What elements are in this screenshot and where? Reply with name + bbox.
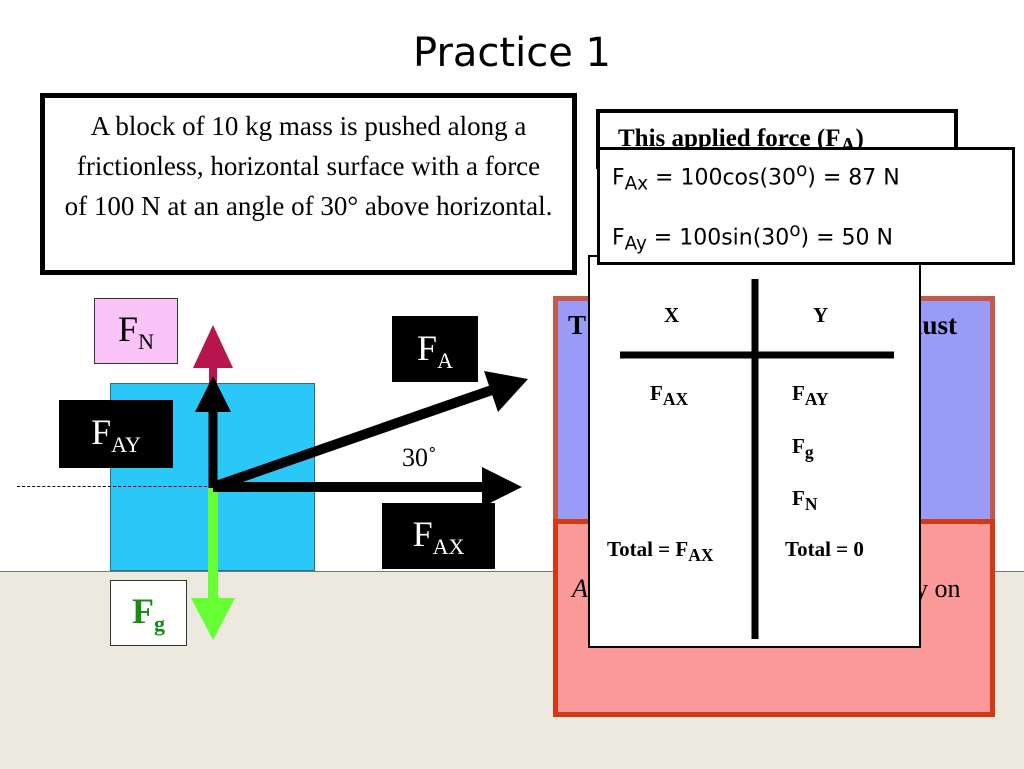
component-table: X Y FAX FAY Fg FN Total = FAX Total = 0 [588,255,921,648]
fn-symbol: F [118,309,139,349]
fax-eq-sub: Ax [624,173,649,195]
fay-eq-expr-a: = 100sin(30 [646,225,790,251]
y-item-sub: g [804,442,814,463]
fa-sub: A [437,348,453,374]
fa-shaft [211,385,494,492]
total-x: Total = FAX [607,537,713,566]
fay-eq-sup: o [789,220,801,241]
y-item-symbol: F [792,486,805,510]
y-item-fg: Fg [792,434,814,463]
normal-force-arrowhead [193,325,233,368]
fax-eq-expr-b: ) = 87 N [807,165,900,191]
angle-label: 30˚ [402,443,437,472]
column-x-header: X [664,303,680,327]
fay-arrowhead [195,376,231,412]
slide-title: Practice 1 [413,30,611,76]
fay-symbol: F [91,412,112,452]
gravity-arrowhead [191,598,235,640]
fn-sub: N [138,329,154,355]
x-item-sub: AX [662,389,689,410]
y-item-symbol: F [792,381,805,405]
fay-eq-expr-b: ) = 50 N [800,225,893,251]
x-item-symbol: F [650,381,663,405]
fax-eq-expr-a: = 100cos(30 [648,165,797,191]
fay-eq-symbol: F [612,225,625,251]
fax-arrowhead [482,467,522,507]
fa-symbol: F [417,328,438,368]
fax-eq-sup: o [796,160,808,181]
label-fay: FAY [59,400,173,468]
label-normal-force: FN [94,298,178,364]
fax-sub: AX [432,534,465,560]
fg-symbol: F [132,591,154,631]
fa-arrowhead [484,371,528,412]
fay-eq-sub: Ay [624,233,647,255]
y-item-sub: N [804,494,818,515]
applied-force-end: ) [855,125,864,152]
label-fa: FA [392,316,478,382]
problem-statement: A block of 10 kg mass is pushed along a … [40,93,577,275]
components-box: FAx = 100cos(30o) = 87 N FAy = 100sin(30… [597,147,1015,265]
total-x-sub: AX [688,545,714,566]
y-item-fn: FN [792,486,817,515]
label-gravity: Fg [110,580,187,646]
column-y-header: Y [813,303,829,327]
horizontal-reference-line [17,486,217,487]
fay-sub: AY [111,432,141,458]
x-item-fax: FAX [650,381,688,410]
pink-panel-text-right: y on [915,574,961,603]
y-item-fay: FAY [792,381,829,410]
fay-equation: FAy = 100sin(30o) = 50 N [612,220,893,255]
pink-panel-text-left: A [572,574,588,603]
y-item-symbol: F [792,434,805,458]
y-item-sub: AY [804,389,829,410]
label-fax: FAX [382,503,495,569]
blue-panel-text-left: T [568,310,587,340]
total-y: Total = 0 [785,537,864,561]
fax-eq-symbol: F [612,165,625,191]
fax-symbol: F [412,514,433,554]
fg-sub: g [154,611,165,637]
total-x-text: Total = F [607,537,689,561]
t-chart-lines [620,279,894,639]
fax-equation: FAx = 100cos(30o) = 87 N [612,160,900,195]
